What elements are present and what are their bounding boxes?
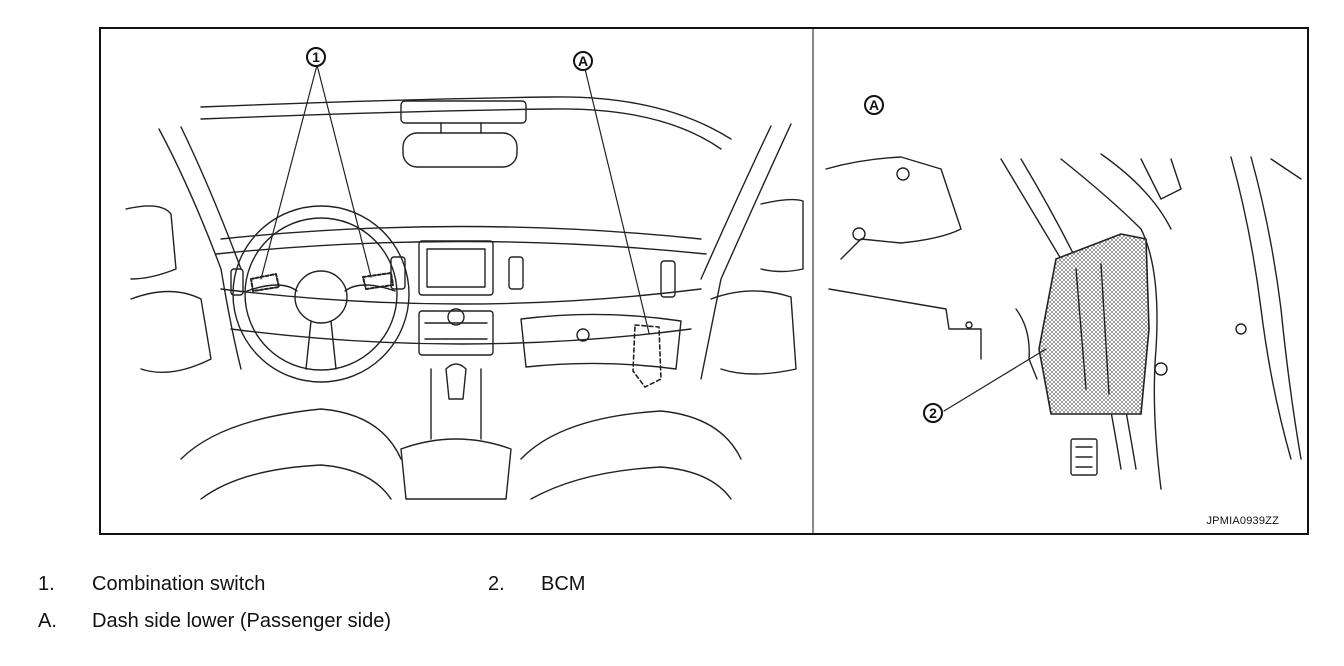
- dash-side-lower-view: [825, 153, 1302, 490]
- callout-a-left: A: [573, 51, 593, 71]
- legend-number-2: 2.: [488, 573, 505, 595]
- callout-1: 1: [306, 47, 326, 67]
- legend-text-2: BCM: [541, 573, 586, 595]
- legend-text-1: Combination switch: [92, 573, 266, 595]
- figure-code: JPMIA0939ZZ: [1206, 515, 1279, 527]
- car-interior-view: [125, 64, 804, 500]
- legend-number-1: 1.: [38, 573, 55, 595]
- diagram-illustration: [125, 29, 1302, 533]
- legend-number-a: A.: [38, 610, 57, 632]
- bcm-module: [1038, 233, 1150, 415]
- legend-text-a: Dash side lower (Passenger side): [92, 610, 392, 632]
- callout-a-right: A: [864, 95, 884, 115]
- diagram-frame: 1 A A 2 JPMIA0939ZZ: [99, 27, 1309, 535]
- callout-2: 2: [923, 403, 943, 423]
